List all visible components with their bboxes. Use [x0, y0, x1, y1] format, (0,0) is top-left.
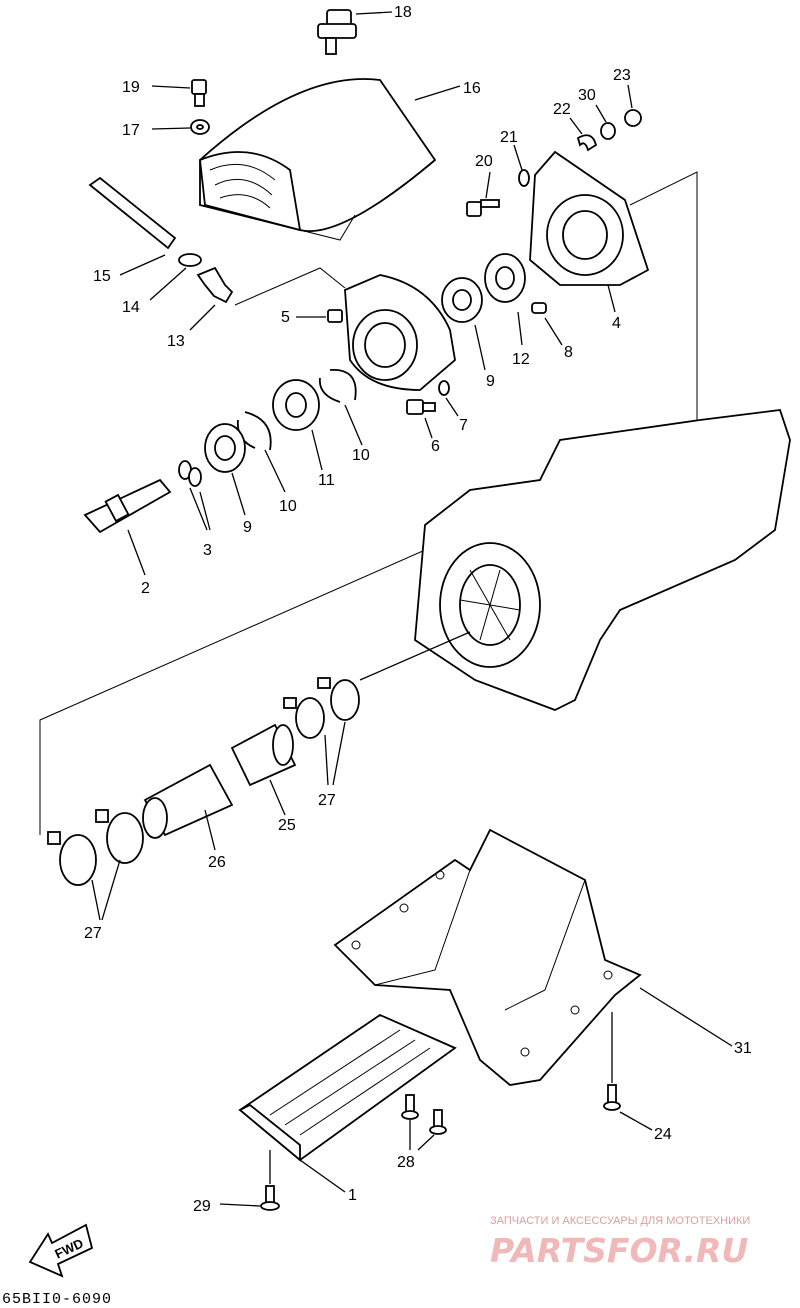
part-14-clip — [149, 253, 202, 301]
part-30-washer — [595, 104, 616, 140]
part-16-cover — [199, 78, 461, 241]
jet-pump-housing — [359, 409, 791, 711]
callout-25: 25 — [278, 817, 296, 834]
callout-16: 16 — [463, 80, 481, 97]
callout-27-lower: 27 — [84, 925, 102, 942]
part-9-seal-upper — [441, 277, 486, 371]
part-24-screw — [603, 1012, 653, 1131]
part-5-stud — [296, 309, 343, 323]
watermark-caption: ЗАПЧАСТИ И АКСЕССУАРЫ ДЛЯ МОТОТЕХНИКИ — [490, 1215, 750, 1227]
diagram-code: 65BII0-6090 — [2, 1291, 112, 1308]
callout-18: 18 — [394, 4, 412, 21]
callout-5: 5 — [281, 309, 290, 326]
part-15-hose — [88, 176, 177, 276]
callout-6: 6 — [431, 438, 440, 455]
part-29-screw — [219, 1150, 280, 1211]
part-6-bolt — [406, 399, 436, 439]
callout-13: 13 — [167, 333, 185, 350]
callout-9-lower: 9 — [243, 519, 252, 536]
callout-3: 3 — [203, 542, 212, 559]
part-18-bolt — [317, 9, 393, 55]
callout-8: 8 — [564, 344, 573, 361]
part-20-bolt — [466, 171, 500, 217]
callout-30: 30 — [578, 87, 596, 104]
callout-10-lower: 10 — [279, 498, 297, 515]
callout-22: 22 — [553, 101, 571, 118]
part-7-washer — [438, 380, 459, 417]
part-10-circlip-upper — [318, 369, 363, 446]
callout-26: 26 — [208, 854, 226, 871]
part-2-shaft — [83, 478, 172, 576]
fwd-arrow-icon: FWD — [28, 1223, 94, 1278]
part-23-nut — [624, 84, 642, 127]
callout-12: 12 — [512, 351, 530, 368]
part-21-washer — [513, 144, 530, 187]
part-1-grate — [238, 1013, 457, 1193]
part-19-screw — [151, 79, 207, 107]
part-25-sleeve — [230, 723, 297, 816]
part-26-sleeve — [142, 763, 234, 851]
part-4-bracket — [529, 150, 650, 313]
callout-20: 20 — [475, 153, 493, 170]
watermark-brand: PARTSFOR.RU — [490, 1231, 748, 1270]
bearing-housing — [344, 274, 456, 391]
part-28-screws — [401, 1094, 447, 1151]
callout-27-upper: 27 — [318, 792, 336, 809]
callout-15: 15 — [93, 268, 111, 285]
callout-2: 2 — [141, 580, 150, 597]
callout-28: 28 — [397, 1154, 415, 1171]
callout-4: 4 — [612, 315, 621, 332]
callout-1: 1 — [348, 1187, 357, 1204]
part-3-orings — [178, 460, 211, 531]
callout-11: 11 — [318, 472, 335, 489]
part-12-bearing — [484, 253, 526, 346]
part-27-clamps-lower — [47, 809, 144, 921]
part-22-clip — [569, 117, 598, 152]
callout-23: 23 — [613, 67, 631, 84]
callout-7: 7 — [459, 417, 468, 434]
callout-9-upper: 9 — [486, 373, 495, 390]
part-31-bracket — [333, 828, 733, 1086]
callout-29: 29 — [193, 1198, 211, 1215]
part-11-bearing — [272, 379, 323, 471]
callout-21: 21 — [500, 129, 518, 146]
callout-31: 31 — [734, 1040, 752, 1057]
part-9-seal-lower — [204, 423, 246, 516]
callout-10-upper: 10 — [352, 447, 370, 464]
part-8-pin — [531, 302, 563, 346]
callout-17: 17 — [122, 122, 140, 139]
part-27-clamps-upper — [283, 677, 360, 786]
callout-24: 24 — [654, 1126, 672, 1143]
part-17-grommet — [151, 119, 210, 135]
part-13-nipple — [189, 266, 234, 331]
callout-14: 14 — [122, 299, 140, 316]
callout-19: 19 — [122, 79, 140, 96]
